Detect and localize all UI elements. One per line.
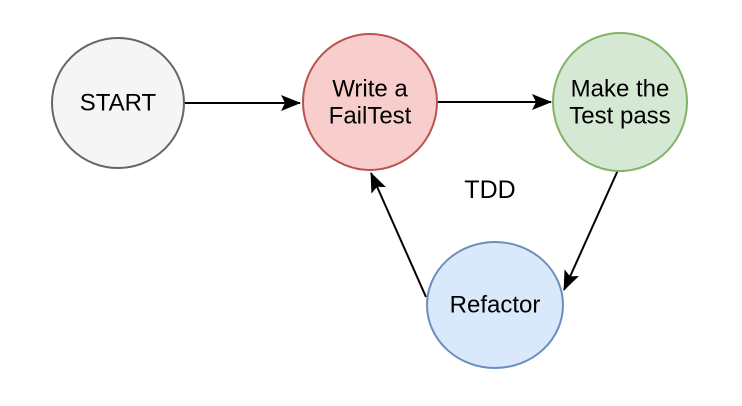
node-label-refactor: Refactor xyxy=(450,292,541,319)
refactor-ellipse xyxy=(426,241,564,369)
node-start: START xyxy=(51,37,185,169)
node-label-start: START xyxy=(80,90,157,117)
node-label-write-fail-test-line1: Write a xyxy=(332,76,408,103)
edge-refactor-to-write-fail-test xyxy=(370,172,427,298)
write-fail-test-ellipse xyxy=(302,33,438,171)
node-label-make-test-pass-line1: Make the xyxy=(571,76,670,103)
node-write-fail-test: Write a FailTest xyxy=(302,33,438,171)
node-make-test-pass: Make the Test pass xyxy=(552,32,688,172)
node-refactor: Refactor xyxy=(426,241,564,369)
start-ellipse xyxy=(51,37,185,169)
node-label-make-test-pass-line2: Test pass xyxy=(569,103,670,130)
make-test-pass-ellipse xyxy=(552,32,688,172)
diagram-title-tdd: TDD xyxy=(464,176,515,204)
edges xyxy=(184,94,619,298)
edge-make-test-pass-to-refactor xyxy=(563,169,619,291)
node-label-write-fail-test-line2: FailTest xyxy=(329,103,412,130)
